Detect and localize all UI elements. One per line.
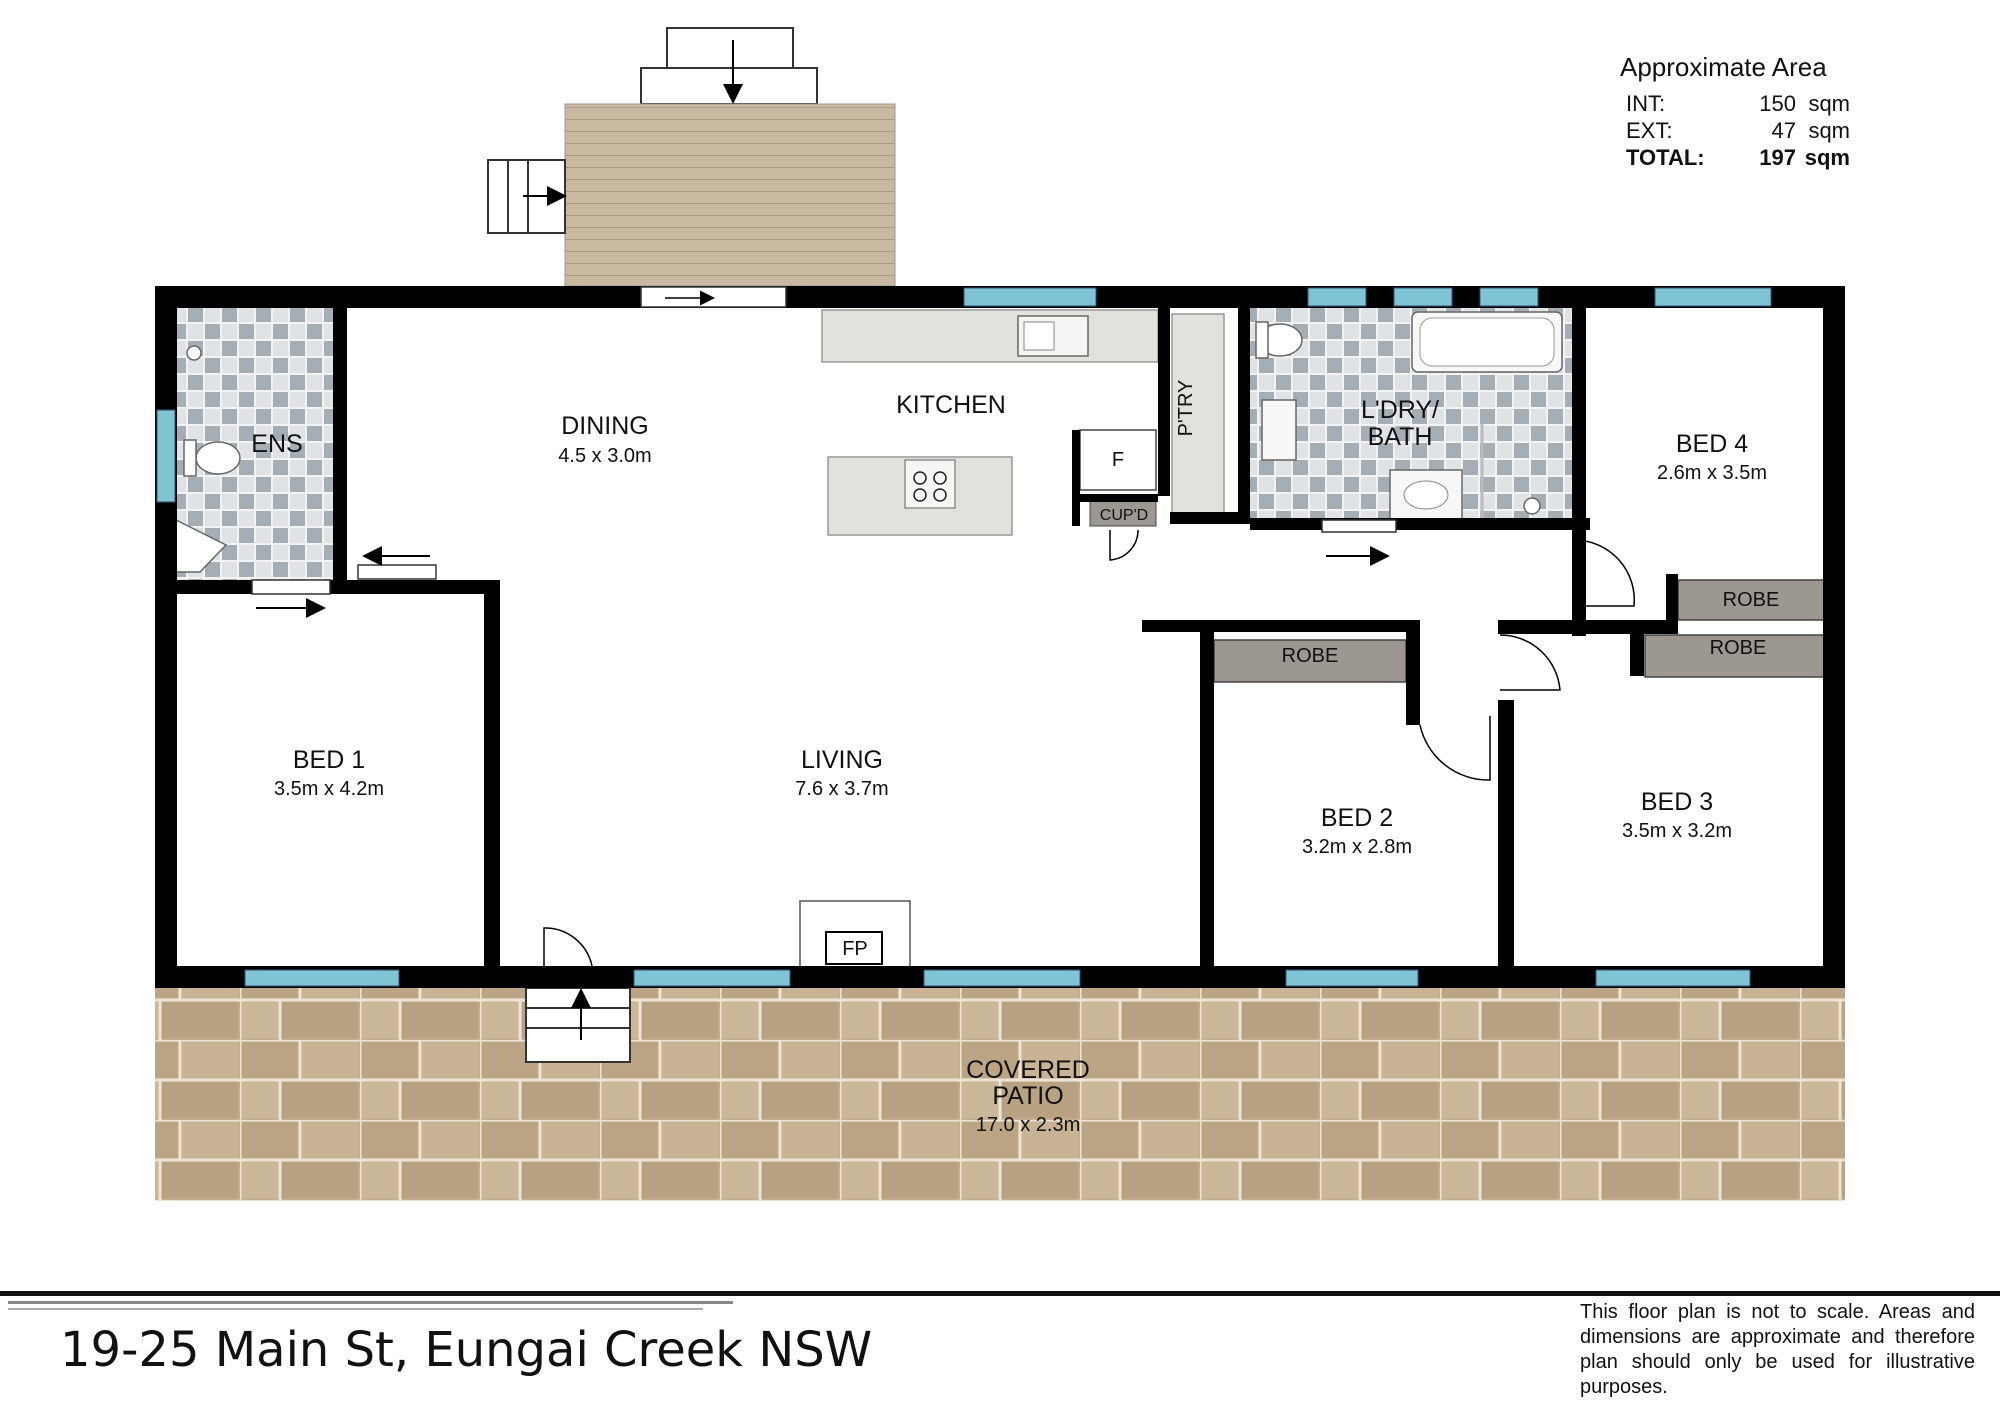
ensuite-toilet-icon (195, 441, 241, 475)
area-row-int: INT: 150 sqm (1610, 91, 1850, 118)
front-steps (525, 987, 631, 1063)
area-unit: sqm (1808, 91, 1850, 116)
bed3-label: BED 3 (1641, 788, 1713, 816)
sliding-doors (251, 286, 1397, 618)
pantry-label: P'TRY (1175, 380, 1197, 437)
fridge-label: F (1112, 449, 1124, 471)
footer-accent-rule (8, 1308, 703, 1310)
robe-bed4-label: ROBE (1723, 589, 1780, 611)
laundry-label-line2: BATH (1368, 423, 1433, 451)
windows (156, 287, 1772, 987)
patio-label-line2: PATIO (992, 1082, 1063, 1110)
shower-icon (1523, 497, 1541, 515)
area-value: 47 (1771, 118, 1796, 143)
fridge-space (1079, 429, 1157, 491)
bed3-dims: 3.5m x 3.2m (1622, 820, 1732, 842)
area-row-total: TOTAL: 197 sqm (1610, 145, 1850, 172)
robe-bed2-label: ROBE (1282, 645, 1339, 667)
robe-bed3-label: ROBE (1710, 637, 1767, 659)
bed2-label: BED 2 (1321, 804, 1393, 832)
rear-deck (487, 27, 896, 287)
bed2-dims: 3.2m x 2.8m (1302, 836, 1412, 858)
bed1-dims: 3.5m x 4.2m (274, 778, 384, 800)
area-row-ext: EXT: 47 sqm (1610, 118, 1850, 145)
dining-label: DINING (561, 412, 649, 440)
covered-patio (155, 988, 1845, 1201)
patio-dims: 17.0 x 2.3m (976, 1114, 1081, 1136)
footer-divider (0, 1291, 2000, 1296)
bed1-label: BED 1 (293, 746, 365, 774)
area-value: 197 (1759, 145, 1796, 170)
robe-bed3 (1644, 634, 1826, 678)
cupboard-label: CUP'D (1100, 507, 1148, 524)
bed4-label: BED 4 (1676, 430, 1748, 458)
laundry-label-line1: L'DRY/ (1361, 396, 1439, 424)
disclaimer-text: This floor plan is not to scale. Areas a… (1580, 1301, 1975, 1398)
area-label: INT: (1626, 91, 1666, 116)
ensuite-shower-icon (186, 345, 202, 361)
laundry-tub-icon (1261, 399, 1297, 461)
area-value: 150 (1759, 91, 1796, 116)
approximate-area-panel: Approximate Area INT: 150 sqm EXT: 47 sq… (1610, 52, 1850, 172)
area-unit: sqm (1808, 118, 1850, 143)
ens-label: ENS (251, 430, 302, 458)
swing-doors (543, 529, 1636, 967)
area-label: EXT: (1626, 118, 1673, 143)
bed4-dims: 2.6m x 3.5m (1657, 462, 1767, 484)
cooktop-icon (904, 459, 956, 509)
living-label: LIVING (801, 746, 883, 774)
dining-dims: 4.5 x 3.0m (558, 445, 651, 467)
kitchen-bench (821, 309, 1159, 363)
pantry-shelves (1171, 313, 1225, 521)
robe-bed2 (1213, 639, 1407, 683)
property-address: 19-25 Main St, Eungai Creek NSW (60, 1322, 873, 1378)
living-dims: 7.6 x 3.7m (795, 778, 888, 800)
area-label: TOTAL: (1626, 145, 1705, 170)
footer-accent-rule (8, 1301, 733, 1304)
kitchen-label: KITCHEN (896, 391, 1006, 419)
cupboard (1089, 499, 1157, 527)
basin-icon (1389, 469, 1463, 521)
fireplace-label: FP (842, 938, 868, 960)
area-unit: sqm (1804, 145, 1850, 170)
area-title: Approximate Area (1620, 52, 1827, 82)
patio-label-line1: COVERED (966, 1056, 1090, 1084)
robe-bed4 (1677, 579, 1825, 621)
